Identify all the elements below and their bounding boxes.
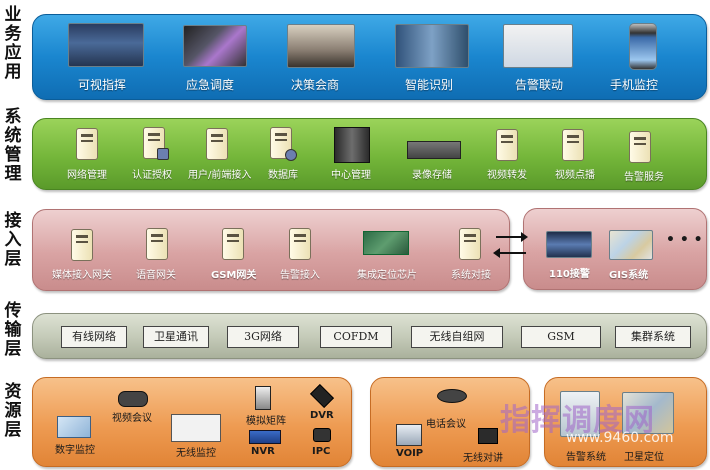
transport-3g: 3G网络 (227, 326, 299, 348)
thumb-110-center (546, 231, 592, 258)
resource-label-alarm-system: 告警系统 (566, 452, 606, 463)
positioning-chip-icon (363, 231, 409, 255)
business-thumb-alarm (503, 24, 573, 68)
system-label-storage: 录像存储 (412, 170, 452, 181)
business-layer-band (32, 14, 707, 100)
resource-label-nvr: NVR (251, 446, 275, 457)
resource-label-radio: 无线对讲 (463, 453, 503, 464)
layer-label-resource: 资 源 层 (4, 382, 22, 440)
system-label-forward: 视频转发 (487, 170, 527, 181)
system-label-vod: 视频点播 (555, 170, 595, 181)
alarm-service-server-icon (629, 131, 651, 163)
business-label-alarm: 告警联动 (515, 78, 564, 92)
transport-wired: 有线网络 (61, 326, 127, 348)
ipc-camera-icon (313, 428, 331, 442)
digital-monitor-icon (57, 416, 91, 438)
arrow-left-icon (500, 252, 526, 254)
analog-matrix-icon (255, 386, 271, 410)
media-gateway-server-icon (71, 229, 93, 261)
system-label-database: 数据库 (268, 170, 298, 181)
database-icon (285, 149, 297, 161)
transport-satellite: 卫星通讯 (143, 326, 209, 348)
transport-adhoc: 无线自组网 (411, 326, 503, 348)
system-label-auth: 认证授权 (132, 170, 172, 181)
satellite-positioning-icon (622, 392, 674, 434)
video-forward-server-icon (496, 129, 518, 161)
resource-label-matrix: 模拟矩阵 (246, 416, 286, 427)
transport-trunking: 集群系统 (615, 326, 691, 348)
alarm-access-server-icon (289, 228, 311, 260)
business-thumb-meeting (287, 24, 355, 68)
access-label-media: 媒体接入网关 (52, 270, 112, 281)
access-label-connect: 系统对接 (451, 270, 491, 281)
user-access-server-icon (206, 128, 228, 160)
arrow-right-icon (496, 236, 522, 238)
layer-label-transport: 传 输 层 (4, 301, 22, 359)
access-ellipsis: • • • (666, 232, 703, 248)
business-thumb-command (68, 23, 144, 67)
layer-label-system: 系 统 管 理 (4, 107, 22, 184)
resource-label-phoneconf: 电话会议 (426, 419, 466, 430)
business-label-phone: 手机监控 (610, 78, 659, 92)
vod-server-icon (562, 129, 584, 161)
resource-label-satellite: 卫星定位 (624, 452, 664, 463)
resource-label-ipc: IPC (312, 446, 331, 457)
resource-label-digital: 数字监控 (55, 445, 95, 456)
arrow-right-head-icon (521, 232, 528, 242)
access-label-110: 110接警 (549, 269, 590, 280)
transport-cofdm: COFDM (320, 326, 392, 348)
layer-label-access: 接 入 层 (4, 211, 22, 269)
access-label-gis: GIS系统 (609, 270, 649, 281)
business-label-command: 可视指挥 (78, 78, 127, 92)
business-label-dispatch: 应急调度 (186, 78, 235, 92)
resource-label-voip: VOIP (396, 448, 424, 459)
access-label-gsm: GSM网关 (211, 270, 257, 281)
gsm-gateway-server-icon (222, 228, 244, 260)
watermark-text: 指挥调度网 (500, 403, 655, 438)
business-label-recognition: 智能识别 (405, 78, 454, 92)
wireless-monitor-icon (171, 414, 221, 442)
business-thumb-recognition (395, 24, 469, 68)
video-conference-icon (118, 391, 148, 407)
business-thumb-dispatch (183, 25, 247, 67)
layer-label-business: 业 务 应 用 (4, 5, 22, 82)
transport-gsm: GSM (521, 326, 601, 348)
network-mgmt-server-icon (76, 128, 98, 160)
central-mgmt-rack-icon (334, 127, 370, 163)
recording-storage-icon (407, 141, 461, 159)
access-layer-band (32, 209, 510, 291)
arrow-left-head-icon (493, 248, 500, 258)
system-connect-server-icon (459, 228, 481, 260)
system-label-network: 网络管理 (67, 170, 107, 181)
lock-icon (157, 148, 169, 160)
voice-gateway-server-icon (146, 228, 168, 260)
voip-phone-icon (396, 424, 422, 446)
thumb-gis-map (609, 230, 653, 260)
business-label-meeting: 决策会商 (291, 78, 340, 92)
radio-icon (478, 428, 498, 444)
resource-label-dvr: DVR (310, 410, 334, 421)
alarm-system-icon (560, 391, 600, 437)
system-label-central: 中心管理 (331, 170, 371, 181)
access-label-chip: 集成定位芯片 (357, 270, 417, 281)
business-thumb-phone (629, 23, 657, 70)
access-label-voice: 语音网关 (136, 270, 176, 281)
system-label-alarm-service: 告警服务 (624, 172, 664, 183)
system-label-user-access: 用户/前端接入 (188, 170, 252, 181)
watermark-url: www.9460.com (566, 430, 674, 446)
access-label-alarm: 告警接入 (280, 270, 320, 281)
conference-phone-icon (437, 389, 467, 403)
resource-label-videoconf: 视频会议 (112, 413, 152, 424)
resource-label-wireless: 无线监控 (176, 448, 216, 459)
nvr-icon (249, 430, 281, 444)
